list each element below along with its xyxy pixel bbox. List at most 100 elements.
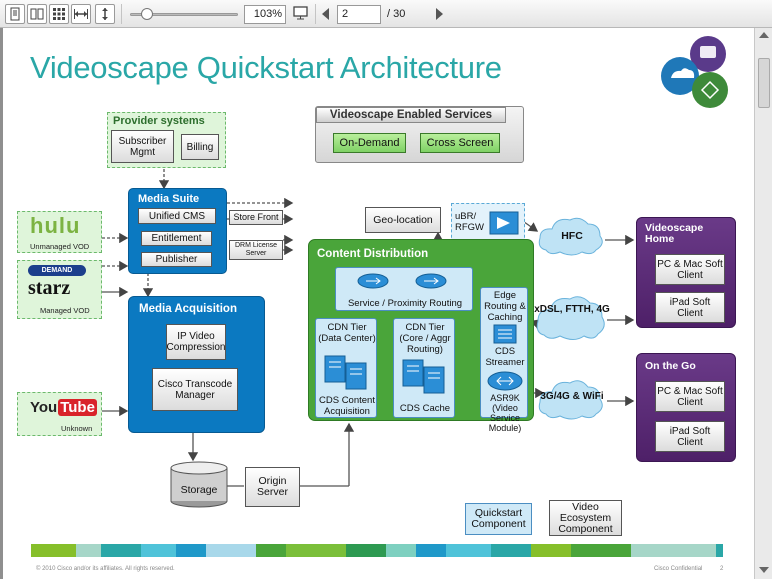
geo-location-label: Geo-location [373,213,433,226]
edge-routing-label: Edge Routing & Caching [484,290,526,323]
hfc-cloud-icon [538,217,603,256]
presentation-mode-button[interactable] [291,4,311,24]
next-page-button[interactable] [436,8,443,20]
media-suite-panel: Media Suite Unified CMS Entitlement Publ… [128,188,227,274]
geo-location-box: Geo-location [365,207,441,233]
drm-license-server-box: DRM License Server [229,240,283,260]
hfc-label: HFC [561,230,583,242]
wireless-cloud-icon [538,380,603,420]
go-pc-mac-label: PC & Mac Soft Client [657,385,723,408]
grid-view-button[interactable] [49,4,69,24]
pdf-toolbar: 103% 2 / 30 [0,0,772,28]
toolbar-separator [121,4,122,24]
fit-height-icon [102,8,108,20]
on-demand-label: On-Demand [339,136,400,149]
home-ipad-client-box: iPad Soft Client [655,292,725,323]
on-demand-box: On-Demand [333,133,406,153]
content-distribution-title: Content Distribution [317,248,429,260]
starz-caption: Managed VOD [40,306,90,315]
footer-confidential: Cisco Confidential [654,566,703,572]
transcode-manager-label: Cisco Transcode Manager [157,378,233,401]
fit-width-button[interactable] [71,4,91,24]
subscriber-mgmt-label: Subscriber Mgmt [118,135,167,158]
unified-cms-box: Unified CMS [138,208,216,224]
entitlement-box: Entitlement [141,231,212,246]
two-page-view-button[interactable] [27,4,47,24]
ip-video-compression-box: IP Video Compression [166,324,226,360]
server-stack-icon [402,359,445,394]
edge-routing-box: Edge Routing & Caching CDS Streamer ASR9… [480,287,528,433]
provider-systems-title: Provider systems [113,115,205,127]
cross-screen-label: Cross Screen [426,136,494,149]
entitlement-label: Entitlement [151,233,202,244]
home-pc-mac-label: PC & Mac Soft Client [657,258,723,281]
page-number-input[interactable]: 2 [337,5,381,24]
videoscape-globes-logo-icon [661,36,728,108]
xdsl-cloud-icon [536,296,605,340]
legend-quickstart-component: Quickstart Component [465,503,532,535]
toolbar-separator [315,4,316,24]
go-ipad-label: iPad Soft Client [669,425,711,448]
hulu-caption: Unmanaged VOD [30,242,90,251]
scroll-up-arrow-icon[interactable] [759,32,769,38]
legend-ecosystem-component: Video Ecosystem Component [549,500,622,536]
legend-quickstart-label: Quickstart Component [471,507,526,530]
unified-cms-label: Unified CMS [148,210,206,222]
storage-cylinder-icon [170,461,228,508]
home-ipad-label: iPad Soft Client [669,296,711,319]
starz-logo: starz [28,277,71,299]
on-demand-badge: DEMAND [28,265,86,276]
asr9k-label: ASR9K (Video Service Module) [488,393,522,433]
fit-width-icon [74,9,88,19]
enabled-services-title: Videoscape Enabled Services [316,107,506,123]
monitor-icon [293,6,308,20]
xdsl-label: xDSL, FTTH, 4G [534,304,610,315]
zoom-slider-thumb[interactable] [141,8,153,20]
cdn-tier-core-box: CDN Tier (Core / Aggr Routing) CDS Cache [393,318,455,418]
single-page-icon [10,7,20,21]
router-icon [489,211,519,235]
videoscape-home-panel: Videoscape Home PC & Mac Soft Client iPa… [636,217,736,328]
subscriber-mgmt-box: Subscriber Mgmt [111,130,174,163]
zoom-level-field[interactable]: 103% [244,5,286,24]
transcode-manager-box: Cisco Transcode Manager [152,368,238,411]
cds-streamer-label: CDS Streamer [485,346,525,368]
home-pc-mac-client-box: PC & Mac Soft Client [655,254,725,285]
page-total-label: / 30 [387,8,406,20]
go-pc-mac-client-box: PC & Mac Soft Client [655,381,725,412]
cds-content-acquisition-label: CDS Content Acquisition [319,395,375,417]
provider-systems-group: Provider systems Subscriber Mgmt Billing [107,112,226,168]
zoom-slider-track[interactable] [130,13,238,16]
slide-page: Videoscape Quickstart Architecture Provi… [3,28,754,579]
previous-page-button[interactable] [322,8,329,20]
publisher-label: Publisher [155,254,198,265]
go-ipad-client-box: iPad Soft Client [655,421,725,452]
on-the-go-title: On the Go [645,360,696,372]
videoscape-home-title: Videoscape Home [645,222,704,245]
ubr-rfgw-label: uBR/ RFGW [455,211,485,233]
vertical-scrollbar[interactable] [754,28,772,579]
origin-server-label: Origin Server [257,475,288,498]
cdn-tier-core-label: CDN Tier (Core / Aggr Routing) [399,322,451,355]
store-front-box: Store Front [229,210,283,225]
service-routing-box: Service / Proximity Routing [335,267,473,311]
wireless-label: 3G/4G & WiFi [540,391,604,402]
footer-page-number: 2 [720,566,724,572]
hulu-logo: hulu [30,213,81,238]
ubr-rfgw-group: uBR/ RFGW [451,203,525,243]
scroll-down-arrow-icon[interactable] [759,567,769,573]
single-page-view-button[interactable] [5,4,25,24]
media-acquisition-panel: Media Acquisition IP Video Compression C… [128,296,265,433]
content-distribution-panel: Content Distribution Service / Proximity… [308,239,534,433]
asr9k-router-icon [487,371,523,391]
youtube-caption: Unknown [61,424,93,433]
scrollbar-thumb[interactable] [758,58,770,108]
drm-license-server-label: DRM License Server [234,242,277,257]
fit-height-button[interactable] [95,4,115,24]
service-routing-label: Service / Proximity Routing [347,298,463,309]
document-viewport[interactable]: Videoscape Quickstart Architecture Provi… [0,28,754,579]
on-the-go-panel: On the Go PC & Mac Soft Client iPad Soft… [636,353,736,462]
grid-icon [53,8,65,20]
youtube-logo-tube: Tube [58,399,97,416]
media-acquisition-title: Media Acquisition [139,303,237,315]
